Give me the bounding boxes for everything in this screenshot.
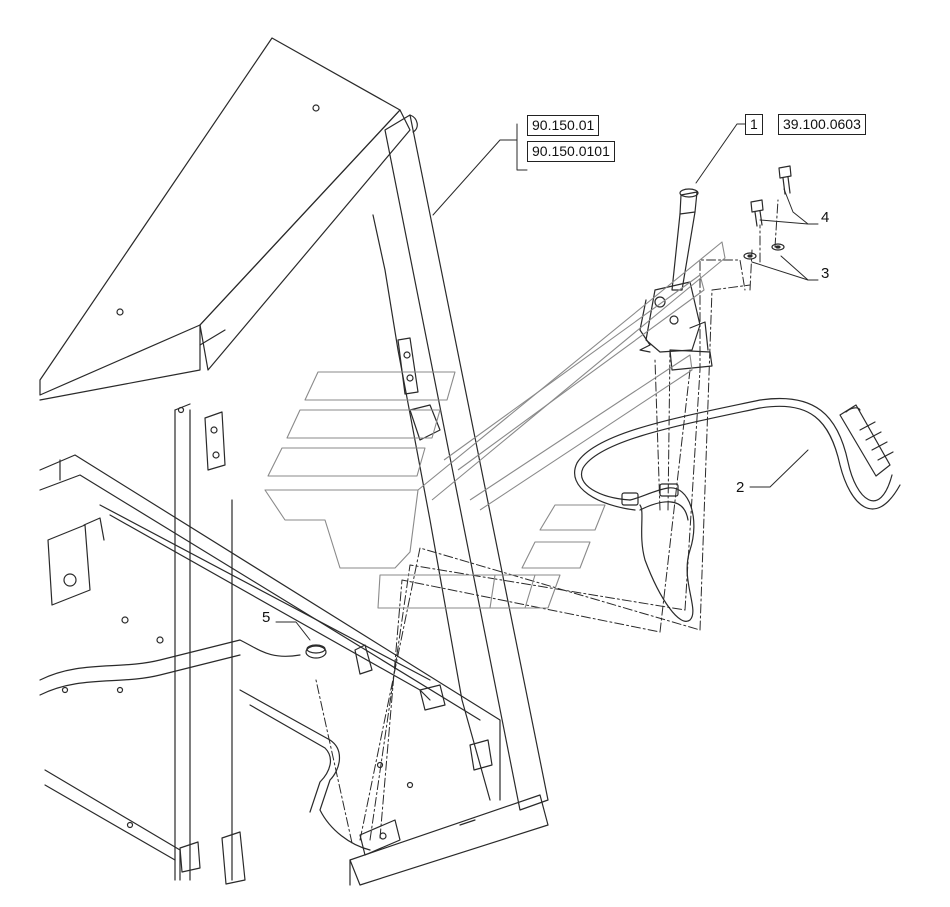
part-3-washers xyxy=(743,243,785,260)
part-2-cable xyxy=(574,397,901,622)
watermark-logo xyxy=(264,241,726,609)
callout-3: 3 xyxy=(821,265,830,282)
part-5-plug xyxy=(305,644,327,659)
callout-5: 5 xyxy=(262,609,271,626)
item-number-box: 1 xyxy=(745,114,763,135)
item-ref-box[interactable]: 39.100.0603 xyxy=(778,114,866,135)
cab-interior-frame xyxy=(39,403,501,881)
assembly-lines xyxy=(315,199,779,844)
callout-4: 4 xyxy=(821,209,830,226)
leader-lines xyxy=(275,123,819,641)
part-1-control-lever xyxy=(639,188,713,371)
frame-ref-1-box[interactable]: 90.150.01 xyxy=(527,115,600,136)
door-hinges xyxy=(204,337,441,885)
part-4-bolts xyxy=(750,165,792,227)
frame-ref-2-box[interactable]: 90.150.0101 xyxy=(527,141,615,162)
cab-floor-sill xyxy=(349,794,549,886)
callout-2: 2 xyxy=(736,479,745,496)
cab-roof-panel xyxy=(39,37,411,414)
cab-pillar xyxy=(372,114,549,811)
